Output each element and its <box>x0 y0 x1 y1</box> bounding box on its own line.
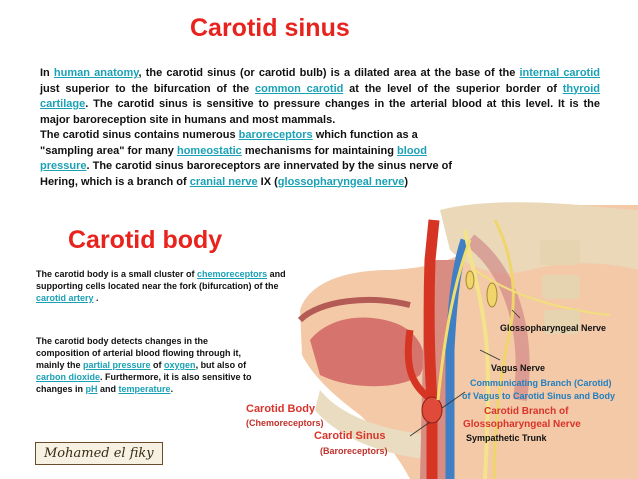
external-carotid-artery <box>404 329 435 403</box>
vertebra <box>542 275 580 299</box>
vertebra <box>540 240 580 265</box>
leader-line <box>479 349 501 361</box>
link-carbon-dioxide[interactable]: carbon dioxide <box>36 372 101 382</box>
label-carotid-body: Carotid Body <box>246 403 316 415</box>
text-run: which function as a "sampling area" for … <box>40 129 418 157</box>
ganglion <box>465 270 475 290</box>
sympathetic-trunk-nerve <box>492 219 515 479</box>
leader-line <box>409 421 431 437</box>
vertebra <box>544 310 580 334</box>
link-common-carotid[interactable]: common carotid <box>255 82 344 95</box>
text-run: just superior to the bifurcation of the <box>40 82 255 95</box>
author-signature: Mohamed el fiky <box>35 442 163 465</box>
link-glossopharyngeal-nerve[interactable]: glossopharyngeal nerve <box>277 175 405 188</box>
link-human-anatomy[interactable]: human anatomy <box>53 67 139 79</box>
label-communicating-branch-line2: of Vagus to Carotid Sinus and Body <box>462 391 616 401</box>
link-oxygen[interactable]: oxygen <box>164 360 196 370</box>
label-glossopharyngeal-nerve: Glossopharyngeal Nerve <box>500 323 607 333</box>
text-run: The carotid body is a small cluster of <box>36 269 198 279</box>
label-sympathetic-trunk: Sympathetic Trunk <box>466 433 547 443</box>
link-partial-pressure[interactable]: partial pressure <box>83 360 151 370</box>
label-chemoreceptors: (Chemoreceptors) <box>246 418 324 428</box>
text-run: . The carotid sinus baroreceptors are in… <box>40 160 453 188</box>
sinus-nerve <box>436 239 472 401</box>
link-homeostatic[interactable]: homeostatic <box>176 144 242 157</box>
ganglion <box>486 282 498 308</box>
link-cranial-nerve[interactable]: cranial nerve <box>189 175 258 188</box>
link-carotid-artery[interactable]: carotid artery <box>36 293 94 303</box>
page-title: Carotid sinus <box>190 14 350 42</box>
text-run: . <box>170 384 174 394</box>
internal-carotid-artery <box>423 219 440 479</box>
sinus-baroreceptor-paragraph: The carotid sinus contains numerous baro… <box>40 128 470 190</box>
glossopharyngeal-branch <box>474 269 611 316</box>
text-run: . The carotid sinus is sensitive to pres… <box>40 98 600 126</box>
label-carotid-branch-line2: Glossopharyngeal Nerve <box>463 419 581 430</box>
mandible <box>315 390 440 460</box>
text-run: The carotid body detects changes in the … <box>36 336 241 370</box>
link-baroreceptors[interactable]: baroreceptors <box>238 129 313 141</box>
label-carotid-sinus: Carotid Sinus <box>314 430 386 442</box>
text-run: and supporting cells located near the fo… <box>36 269 286 291</box>
text-run: , the carotid sinus (or carotid bulb) is… <box>138 67 520 79</box>
leader-line <box>511 309 521 319</box>
tongue <box>310 317 424 387</box>
palate <box>297 297 411 323</box>
vagus-nerve <box>463 229 491 479</box>
link-internal-carotid[interactable]: internal carotid <box>519 67 600 79</box>
link-chemoreceptors[interactable]: chemoreceptors <box>197 269 268 279</box>
text-run: , but also of <box>195 360 247 370</box>
carotid-sinus-bulb <box>421 396 443 424</box>
leader-line <box>441 391 466 409</box>
label-communicating-branch-line1: Communicating Branch (Carotid) <box>470 378 612 388</box>
text-run: ) <box>404 175 409 188</box>
text-run: IX ( <box>257 175 278 188</box>
text-run: The carotid sinus contains numerous <box>40 129 239 141</box>
carotid-anatomy-illustration <box>297 202 638 479</box>
link-ph[interactable]: pH <box>85 384 98 394</box>
text-run: mechanisms for maintaining <box>241 144 398 157</box>
text-run: . Furthermore, it is also sensitive to c… <box>36 372 252 394</box>
text-run: . <box>93 293 99 303</box>
skull-base <box>440 202 638 274</box>
text-run: In <box>40 67 54 79</box>
section-title-carotid-body: Carotid body <box>68 226 223 254</box>
carotid-body-definition-paragraph: The carotid body is a small cluster of c… <box>36 268 308 304</box>
link-temperature[interactable]: temperature <box>118 384 171 394</box>
label-vagus-nerve: Vagus Nerve <box>491 363 546 373</box>
label-baroreceptors: (Baroreceptors) <box>320 446 388 456</box>
sinus-intro-paragraph: In human anatomy, the carotid sinus (or … <box>40 66 600 128</box>
link-thyroid-cartilage[interactable]: thyroid cartilage <box>40 82 600 111</box>
text-run: of <box>150 360 165 370</box>
text-run: and <box>97 384 119 394</box>
link-blood-pressure[interactable]: blood pressure <box>40 144 427 173</box>
label-carotid-branch-line1: Carotid Branch of <box>484 406 569 417</box>
head-silhouette <box>300 205 638 479</box>
text-run: at the level of the superior border of <box>343 82 563 95</box>
carotid-body-function-paragraph: The carotid body detects changes in the … <box>36 335 258 395</box>
